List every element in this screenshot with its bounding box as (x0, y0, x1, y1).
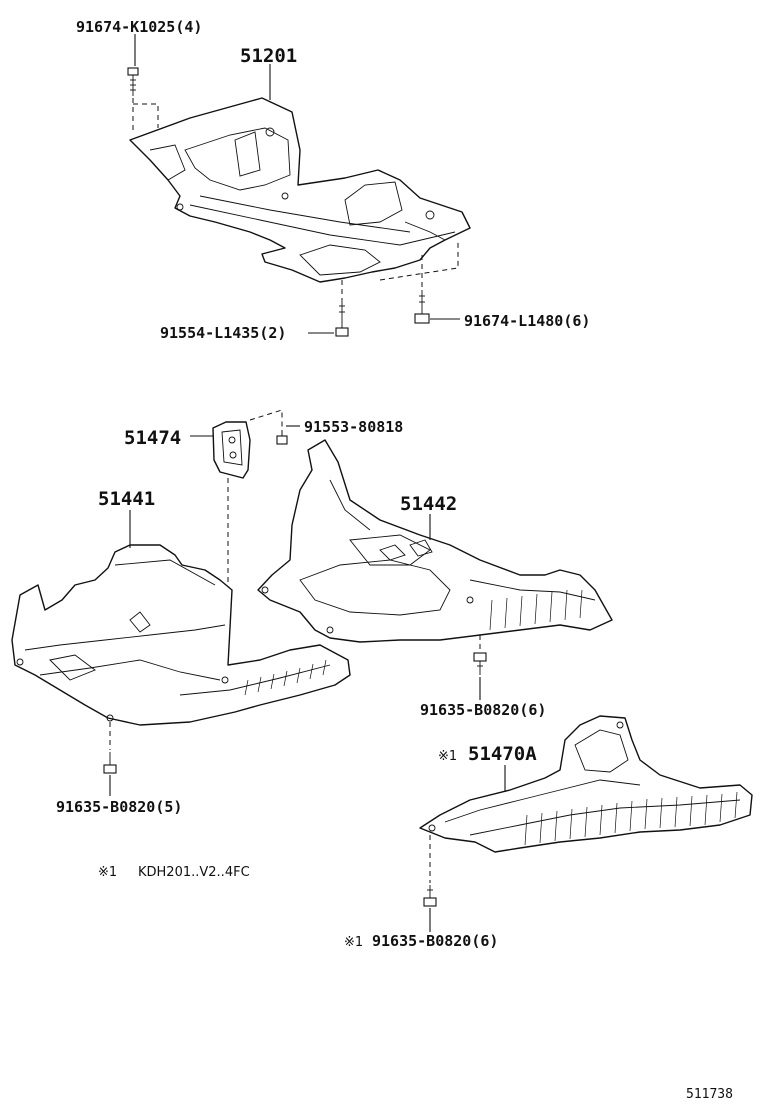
label-91635-b0820-6-lower: 91635-B0820(6) (372, 932, 498, 950)
label-51441: 51441 (98, 488, 155, 510)
label-51474: 51474 (124, 427, 181, 449)
label-51470a-mark: ※1 (438, 749, 457, 764)
label-91674-l1480: 91674-L1480(6) (464, 312, 590, 330)
label-51442: 51442 (400, 493, 457, 515)
label-51470a: 51470A (468, 743, 537, 765)
crossmember-51201 (129, 97, 471, 283)
label-91635-b0820-5: 91635-B0820(5) (56, 798, 182, 816)
label-91635-b0820-6-lower-mark: ※1 (344, 935, 363, 950)
bolt-91635-b0820-left (103, 752, 117, 774)
bolt-91674-l1480 (414, 290, 430, 324)
bolt-91554-l1435 (335, 300, 349, 337)
under-cover-51470a (419, 715, 753, 853)
label-91553-80818: 91553-80818 (304, 418, 403, 436)
bolt-91553-80818 (276, 430, 288, 445)
bolt-91674-k1025 (127, 67, 139, 96)
under-cover-51442 (257, 439, 613, 643)
under-cover-51441 (11, 544, 351, 726)
bolt-91635-b0820-right (473, 652, 487, 675)
footnote-mark: ※1 (98, 865, 117, 880)
label-91554-l1435: 91554-L1435(2) (160, 324, 286, 342)
reference-number: 511738 (686, 1087, 733, 1102)
bracket-51474 (212, 421, 251, 479)
label-91635-b0820-6-upper: 91635-B0820(6) (420, 701, 546, 719)
bolt-91635-b0820-bottom (423, 885, 437, 907)
footnote-text: KDH201..V2..4FC (138, 865, 250, 880)
label-51201: 51201 (240, 45, 297, 67)
label-91674-k1025: 91674-K1025(4) (76, 18, 202, 36)
